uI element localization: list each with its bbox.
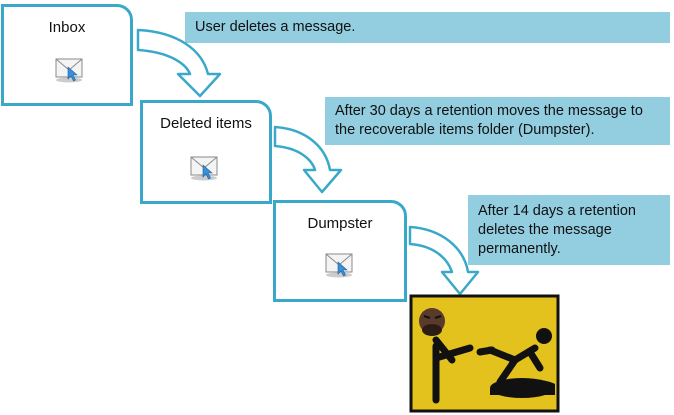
note-line: permanently. [478,241,561,257]
note-30-day-retention: After 30 days a retention moves the mess… [325,97,670,145]
folder-box-deleted-items: Deleted items [140,100,272,204]
note-line: After 14 days a retention [478,203,636,219]
note-line: the recoverable items folder (Dumpster). [335,122,595,138]
envelope-icon [190,156,218,181]
arrow-deleted-to-dumpster [273,125,343,194]
note-user-deletes: User deletes a message. [185,12,670,43]
envelope-icon [325,253,353,278]
note-line: After 30 days a retention moves the mess… [335,103,643,119]
note-14-day-retention: After 14 days a retention deletes the me… [468,195,670,265]
folder-title-deleted-items: Deleted items [160,115,252,132]
folder-box-inbox: Inbox [1,4,133,106]
envelope-icon [55,58,83,83]
note-line: User deletes a message. [195,19,356,35]
folder-box-dumpster: Dumpster [273,200,407,302]
arrow-dumpster-to-pit [408,225,480,296]
arrow-inbox-to-deleted [136,28,222,98]
folder-title-dumpster: Dumpster [307,215,373,232]
note-line: deletes the message [478,222,612,238]
folder-title-inbox: Inbox [48,19,86,36]
